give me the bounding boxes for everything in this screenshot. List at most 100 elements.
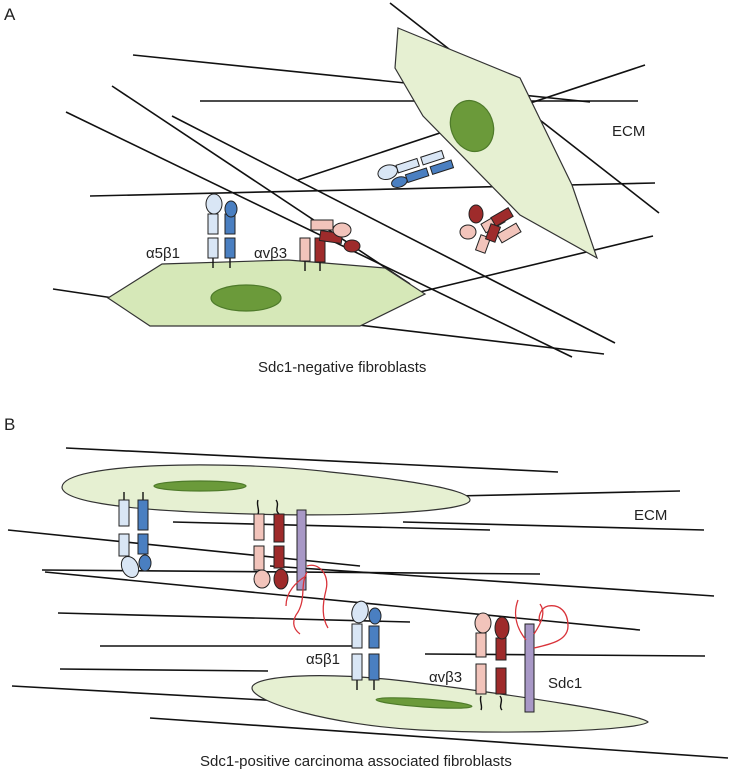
alphav-subunit-lower [253, 545, 265, 571]
heparan-sulfate-chain [293, 571, 308, 635]
beta3-subunit-lower [495, 667, 507, 695]
ecm-fiber [7, 529, 361, 567]
beta3-subunit-upper [273, 513, 285, 543]
integrin-tail [479, 695, 483, 711]
alphav-subunit-upper [310, 219, 334, 231]
alpha5-subunit-lower [395, 157, 421, 174]
alphav-subunit-upper [253, 513, 265, 541]
heparan-sulfate-chain [306, 564, 329, 629]
integrin-tail [275, 499, 280, 515]
beta1-head [368, 607, 382, 625]
beta1-head [138, 554, 152, 572]
ecm-fiber [111, 85, 411, 285]
alpha5-subunit-lower [118, 533, 130, 557]
integrin-avb3-bottom-cell [299, 219, 361, 271]
alphav-head [253, 569, 271, 589]
alpha5-subunit-upper [207, 213, 219, 235]
beta3-head [468, 204, 484, 224]
ecm-fiber [65, 447, 559, 473]
alphav-subunit-lower [475, 663, 487, 695]
sdc1-core-protein [296, 509, 307, 591]
integrin-a5b1-bottom-cell [205, 193, 238, 268]
beta3-head [343, 239, 361, 253]
label-avb3-panel-b: αvβ3 [429, 669, 462, 686]
beta3-subunit-lower [273, 545, 285, 569]
ecm-fiber [149, 717, 729, 759]
alpha5-head [377, 164, 398, 181]
integrin-tail [499, 695, 503, 711]
beta3-head [273, 568, 289, 590]
beta1-subunit-lower [137, 533, 149, 555]
beta3-subunit-upper [490, 206, 514, 228]
label-a5b1-panel-b: α5β1 [306, 651, 340, 668]
ecm-fiber [65, 111, 573, 358]
beta3-subunit-upper [495, 637, 507, 661]
beta3-head [494, 616, 510, 640]
beta1-subunit-lower [368, 653, 380, 681]
alphav-head [459, 224, 477, 240]
beta1-subunit-upper [429, 159, 455, 176]
alpha5-head [205, 193, 223, 215]
alphav-head [474, 612, 492, 634]
alphav-subunit-lower [299, 237, 311, 262]
integrin-avb3-lower-cell [474, 612, 510, 711]
beta1-subunit-lower [404, 167, 430, 184]
heparan-sulfate-chain [533, 603, 544, 635]
beta1-subunit-upper [368, 625, 380, 649]
nucleus [153, 480, 247, 492]
nucleus [210, 284, 282, 312]
panel-a: A [4, 2, 660, 376]
beta1-head [391, 176, 408, 188]
beta1-subunit-lower [224, 237, 236, 259]
alpha5-subunit-upper [420, 149, 445, 166]
panel-b-ecm-label: ECM [634, 507, 667, 524]
alpha5-head [120, 555, 140, 579]
ecm-fiber [41, 569, 541, 575]
integrin-avb3-tilted-cell [459, 204, 522, 254]
caf-cell-upper [61, 464, 471, 516]
panel-a-letter: A [4, 5, 16, 24]
alpha5-subunit-upper [351, 623, 363, 649]
alphav-head [332, 222, 352, 238]
alphav-subunit-lower [496, 222, 522, 244]
integrin-a5b1-lower-cell [351, 600, 382, 690]
alphav-subunit-upper [475, 632, 487, 658]
alpha5-head [351, 600, 369, 624]
nucleus [375, 697, 473, 709]
heparan-sulfate-chain [285, 575, 307, 607]
fibroblast-cell-tilted [394, 27, 599, 260]
beta3-leg [484, 223, 502, 243]
ecm-fiber [59, 668, 269, 672]
integrin-tail [256, 499, 260, 515]
ecm-fiber [454, 490, 681, 497]
ecm-fiber [172, 521, 491, 531]
integrin-avb3-upper-cell [253, 499, 289, 590]
heparan-sulfate-chain [533, 605, 569, 649]
ecm-fiber [349, 323, 605, 355]
panel-b-letter: B [4, 415, 15, 434]
label-avb3: αvβ3 [254, 245, 287, 262]
ecm-fiber [57, 612, 411, 623]
sdc1-lower-cell [514, 599, 569, 713]
alpha5-subunit-lower [207, 237, 219, 259]
panel-a-ecm-fibers [52, 2, 660, 358]
sdc1-upper-cell [285, 509, 329, 635]
integrin-a5b1-upper-cell [118, 492, 152, 579]
panel-b-caption: Sdc1-positive carcinoma associated fibro… [200, 753, 512, 770]
integrin-a5b1-tilted-cell [377, 149, 455, 188]
sdc1-core-protein [524, 623, 535, 713]
label-a5b1: α5β1 [146, 245, 180, 262]
label-sdc1: Sdc1 [548, 675, 582, 692]
panel-a-caption: Sdc1-negative fibroblasts [258, 359, 426, 376]
beta3-subunit-lower [314, 237, 326, 263]
ecm-fiber [424, 653, 706, 657]
beta1-head [224, 200, 238, 218]
ecm-fiber [419, 235, 654, 293]
alpha5-subunit-lower [351, 653, 363, 681]
ecm-fiber [11, 685, 301, 703]
panel-a-ecm-label: ECM [612, 123, 645, 140]
heparan-sulfate-chain [514, 599, 527, 641]
nucleus [449, 99, 495, 153]
panel-b: B [4, 415, 729, 770]
